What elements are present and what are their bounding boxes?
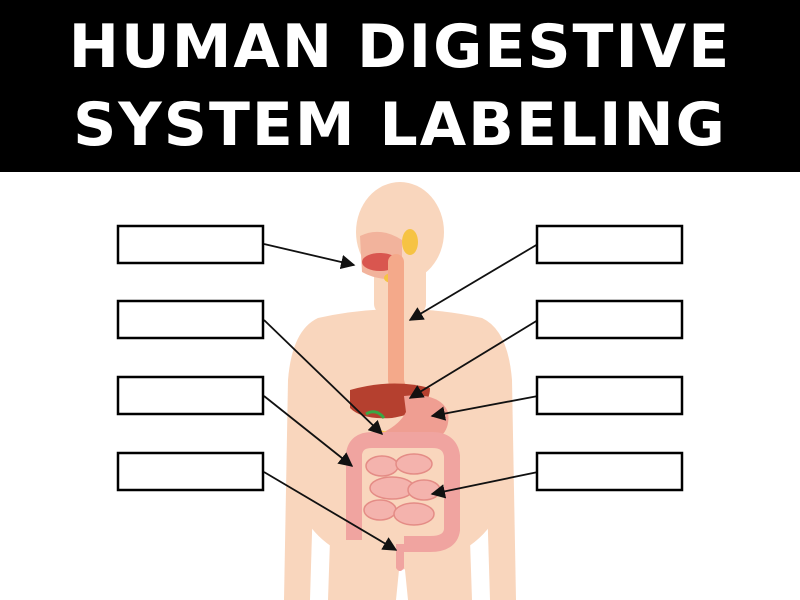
leader-line-left-3 (263, 395, 354, 467)
large-intestine (346, 432, 460, 552)
label-box-left-2[interactable] (116, 299, 265, 340)
salivary-gland (402, 229, 418, 255)
leader-line-right-3 (430, 395, 539, 421)
label-box-right-1[interactable] (535, 224, 684, 265)
leader-line-left-2 (263, 319, 384, 436)
label-box-right-3[interactable] (535, 375, 684, 416)
gallbladder (365, 410, 386, 419)
right-leg (404, 540, 472, 600)
title-banner: HUMAN DIGESTIVE SYSTEM LABELING (0, 0, 800, 172)
label-box-left-1[interactable] (116, 224, 265, 265)
leader-line-right-4 (430, 471, 539, 499)
label-box-left-4[interactable] (116, 451, 265, 492)
label-box-right-4[interactable] (535, 451, 684, 492)
right-arm (482, 318, 516, 600)
digestive-system-illustration (284, 182, 516, 600)
left-leg (328, 540, 400, 600)
label-box-right-2[interactable] (535, 299, 684, 340)
left-arm (284, 318, 318, 600)
rectum (396, 544, 404, 571)
leader-line-right-2 (408, 319, 539, 399)
leader-line-left-1 (263, 243, 356, 270)
label-box-left-3[interactable] (116, 375, 265, 416)
title-line-1: HUMAN DIGESTIVE (68, 12, 732, 82)
leader-line-right-1 (408, 243, 539, 321)
title-line-2: SYSTEM LABELING (73, 90, 727, 160)
leader-line-left-4 (263, 471, 398, 551)
